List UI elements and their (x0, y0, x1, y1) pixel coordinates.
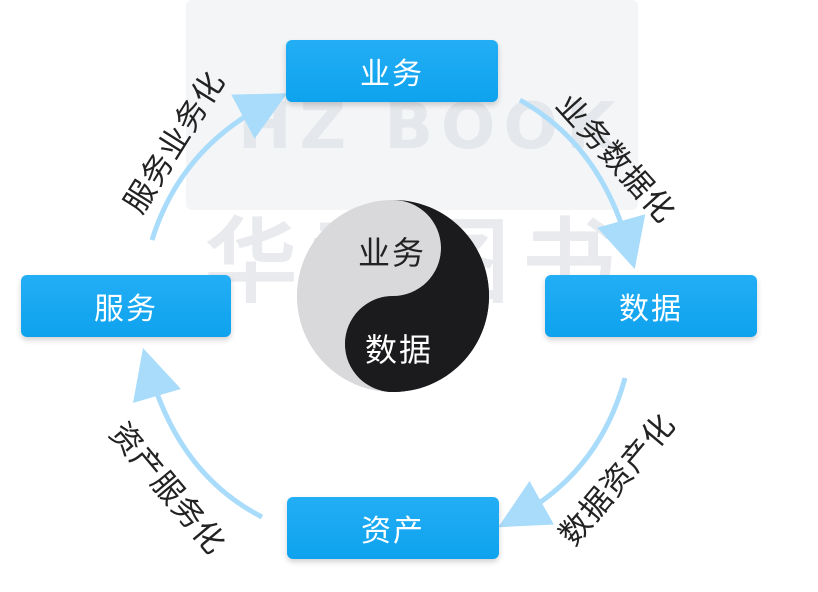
arrow-business-to-data (518, 97, 646, 270)
node-asset: 资产 (287, 497, 499, 559)
node-service: 服务 (21, 275, 231, 337)
arrow-asset-to-service (132, 347, 264, 520)
arrow-data-to-asset (498, 377, 628, 528)
yang-overlay (297, 200, 441, 392)
arrow-service-to-business (149, 93, 288, 241)
center-label-data: 数据 (365, 331, 434, 369)
center-label-business: 业务 (358, 234, 427, 272)
node-business: 业务 (286, 40, 498, 102)
watermark-latin: HZ BOOK (238, 90, 624, 164)
node-data: 数据 (545, 275, 757, 337)
yin-yang-symbol (297, 200, 489, 392)
